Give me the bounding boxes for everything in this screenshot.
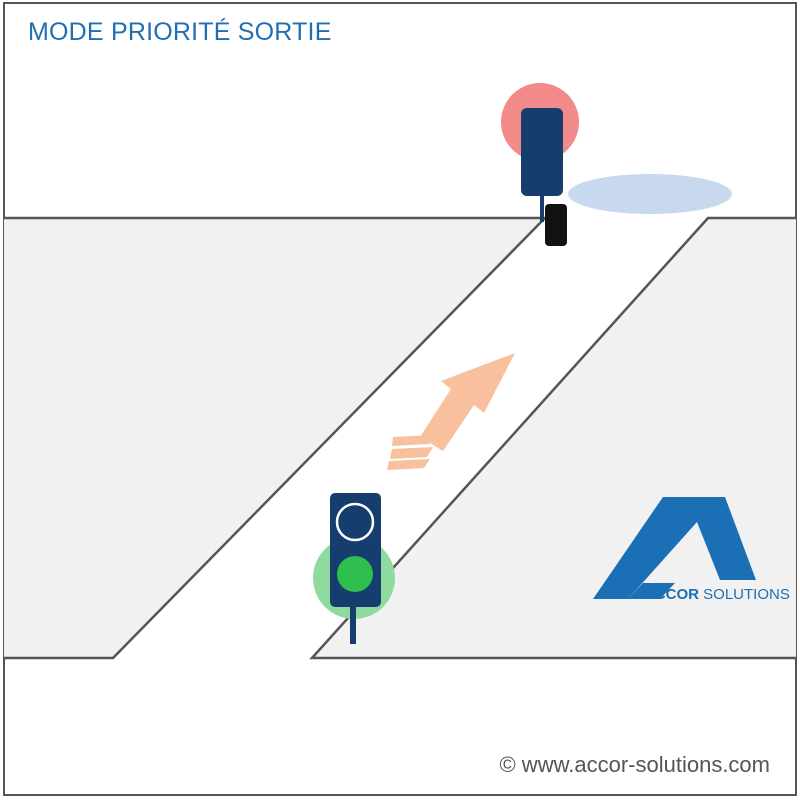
top-light-housing (521, 108, 563, 196)
bottom-light-green-lens (337, 556, 373, 592)
barrier-post (545, 204, 567, 246)
logo-word-solutions: SOLUTIONS (703, 586, 790, 603)
detector-zone (568, 174, 732, 214)
bottom-light-pole (350, 607, 356, 644)
logo-text: ACCOR SOLUTIONS (644, 586, 790, 603)
top-light-pole (540, 196, 544, 222)
accor-logo-icon (593, 497, 756, 599)
bottom-traffic-light (313, 493, 395, 644)
road-lines (4, 216, 796, 660)
left-shaded-area (4, 218, 545, 658)
direction-arrow-icon (387, 353, 515, 470)
bottom-light-top-lens (335, 502, 375, 542)
right-lane-outline (309, 216, 796, 660)
copyright-notice[interactable]: © www.accor-solutions.com (499, 752, 770, 777)
diagram-title: MODE PRIORITÉ SORTIE (28, 18, 332, 46)
logo-word-accor: ACCOR (644, 586, 699, 603)
top-traffic-light (501, 83, 579, 246)
right-shaded-area (312, 218, 796, 658)
left-lane-outline (4, 216, 548, 660)
